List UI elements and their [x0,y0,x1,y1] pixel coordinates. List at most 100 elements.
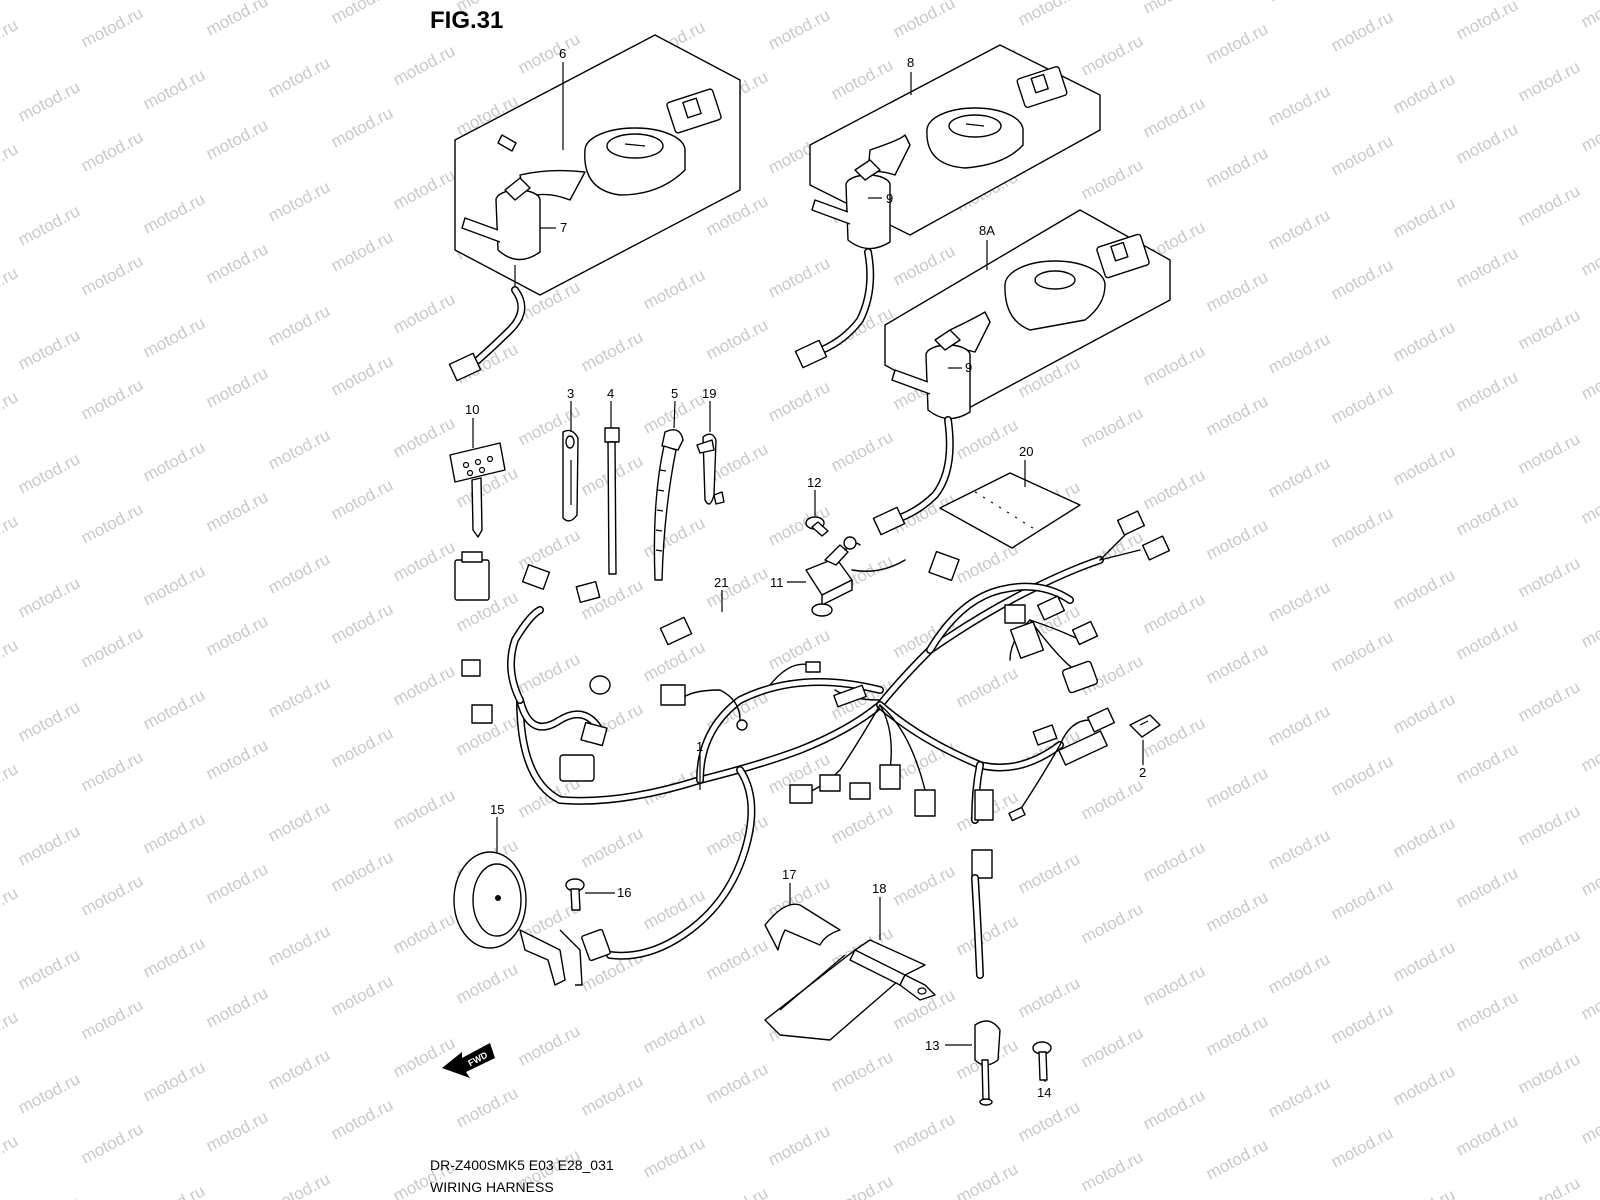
watermark-text: motod.ru [1078,775,1146,823]
screw-12 [805,516,829,537]
watermark-text: motod.ru [15,201,83,249]
bracket-18 [764,939,936,1041]
watermark-text: motod.ru [328,351,396,399]
diagram-title: WIRING HARNESS [430,1179,554,1195]
watermark-text: motod.ru [953,663,1021,711]
band-5 [653,429,684,581]
watermark-text: motod.ru [703,935,771,983]
watermark-text: motod.ru [1390,689,1458,737]
switch-11 [805,536,906,617]
harness-connector-a [521,564,551,590]
watermark-text: motod.ru [578,0,646,4]
watermark-text: motod.ru [578,823,646,871]
watermark-text: motod.ru [515,649,583,697]
watermark-text: motod.ru [703,811,771,859]
watermark-text: motod.ru [203,487,271,535]
watermark-text: motod.ru [1453,0,1521,44]
watermark-text: motod.ru [1453,119,1521,167]
watermark-text: motod.ru [828,427,896,475]
harness-connector-u [1061,660,1099,694]
harness-connector-p [928,550,960,582]
watermark-text: motod.ru [265,797,333,845]
watermark-text: motod.ru [328,103,396,151]
watermark-text: motod.ru [328,971,396,1019]
harness-connector-j [833,684,867,708]
watermark-text: motod.ru [640,513,708,561]
cover-17 [764,903,841,951]
watermark-text: motod.ru [265,425,333,473]
watermark-text: motod.ru [1578,851,1600,899]
watermark-text: motod.ru [0,883,21,931]
bolt-16 [565,878,585,911]
callout-16: 16 [617,885,631,900]
watermark-text: motod.ru [1203,639,1271,687]
watermark-text: motod.ru [765,625,833,673]
harness-connector-q [1004,604,1026,624]
watermark-text: motod.ru [1203,143,1271,191]
watermark-text: motod.ru [203,1107,271,1155]
harness-connector-13-top [974,789,994,821]
watermark-text: motod.ru [1515,57,1583,105]
callout-4: 4 [607,386,614,401]
watermark-text: motod.ru [390,165,458,213]
watermark-text: motod.ru [1265,81,1333,129]
watermark-text: motod.ru [1390,937,1458,985]
watermark-text: motod.ru [265,177,333,225]
watermark-text: motod.ru [1265,701,1333,749]
watermark-text: motod.ru [1140,589,1208,637]
watermark-text: motod.ru [890,1109,958,1157]
watermark-text: motod.ru [1328,875,1396,923]
watermark-text: motod.ru [578,1195,646,1200]
watermark-text: motod.ru [1515,1049,1583,1097]
watermark-text: motod.ru [265,1045,333,1093]
watermark-text: motod.ru [515,525,583,573]
watermark-text: motod.ru [1578,1099,1600,1147]
watermark-text: motod.ru [1578,975,1600,1023]
watermark-text: motod.ru [265,301,333,349]
watermark-text: motod.ru [1515,181,1583,229]
lock-connector-8a [1096,233,1150,279]
watermark-text: motod.ru [828,799,896,847]
watermark-text: motod.ru [1140,837,1208,885]
watermark-text: motod.ru [1203,515,1271,563]
watermark-text: motod.ru [1203,267,1271,315]
watermark-text: motod.ru [1265,453,1333,501]
watermark-text: motod.ru [1453,1111,1521,1159]
watermark-text: motod.ru [140,933,208,981]
harness-connector-f [559,754,595,782]
watermark-text: motod.ru [890,241,958,289]
watermark-text: motod.ru [1203,1135,1271,1183]
kit-6-panel [454,34,741,296]
watermark-text: motod.ru [140,189,208,237]
clamp-19 [696,433,725,505]
harness-connector-z [1086,707,1116,733]
watermark-text: motod.ru [78,375,146,423]
watermark-text: motod.ru [390,289,458,337]
watermark-text: motod.ru [1390,69,1458,117]
watermark-text: motod.ru [1453,367,1521,415]
watermark-text: motod.ru [1328,999,1396,1047]
callout-9b: 9 [965,360,972,375]
watermark-text: motod.ru [1578,0,1600,32]
watermark-text: motod.ru [1390,1061,1458,1109]
watermark-text: motod.ru [1390,1185,1458,1200]
watermark-text: motod.ru [15,325,83,373]
watermark-text: motod.ru [203,611,271,659]
watermark-text: motod.ru [1453,739,1521,787]
watermark-text: motod.ru [1265,577,1333,625]
watermark-text: motod.ru [765,1121,833,1169]
watermark-text: motod.ru [78,747,146,795]
callout-21: 21 [714,575,728,590]
watermark-text: motod.ru [1140,0,1208,18]
watermark-text: motod.ru [1328,503,1396,551]
harness-connector-t [1071,620,1099,646]
callout-8: 8 [907,55,914,70]
watermark-text: motod.ru [0,759,21,807]
horn-connector [581,928,611,962]
watermark-text: motod.ru [0,635,21,683]
main-wiring-harness-1 [454,510,1171,960]
watermark-text: motod.ru [765,377,833,425]
callout-2: 2 [1139,765,1146,780]
watermark-text: motod.ru [15,821,83,869]
watermark-text: motod.ru [1328,379,1396,427]
